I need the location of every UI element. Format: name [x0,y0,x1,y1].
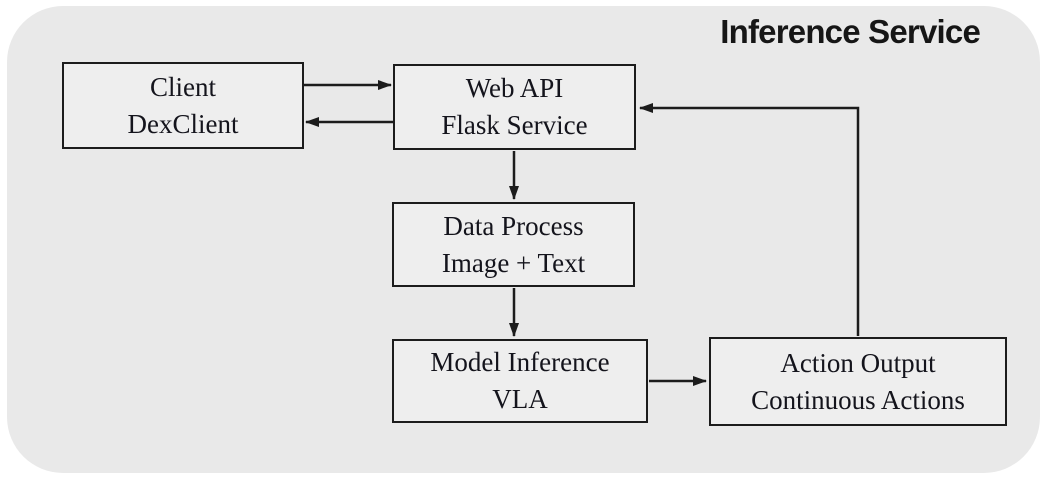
node-client: Client DexClient [62,62,304,149]
node-web-api-line1: Web API [465,73,564,103]
node-model-inference-line2: VLA [492,384,548,414]
node-action-output-line1: Action Output [780,347,936,378]
node-data-process: Data Process Image + Text [392,202,635,287]
node-model-inference-line1: Model Inference [430,347,610,377]
node-model-inference: Model Inference VLA [392,339,648,423]
node-action-output: Action Output Continuous Actions [709,337,1007,426]
node-client-line2: DexClient [127,108,239,139]
node-action-output-line2: Continuous Actions [751,384,965,415]
diagram-title: Inference Service [720,13,981,50]
node-data-process-line1: Data Process [443,210,584,241]
node-web-api-line2: Flask Service [441,110,588,140]
node-data-process-line2: Image + Text [441,247,586,278]
node-client-line1: Client [150,71,216,102]
node-web-api: Web API Flask Service [393,64,636,150]
